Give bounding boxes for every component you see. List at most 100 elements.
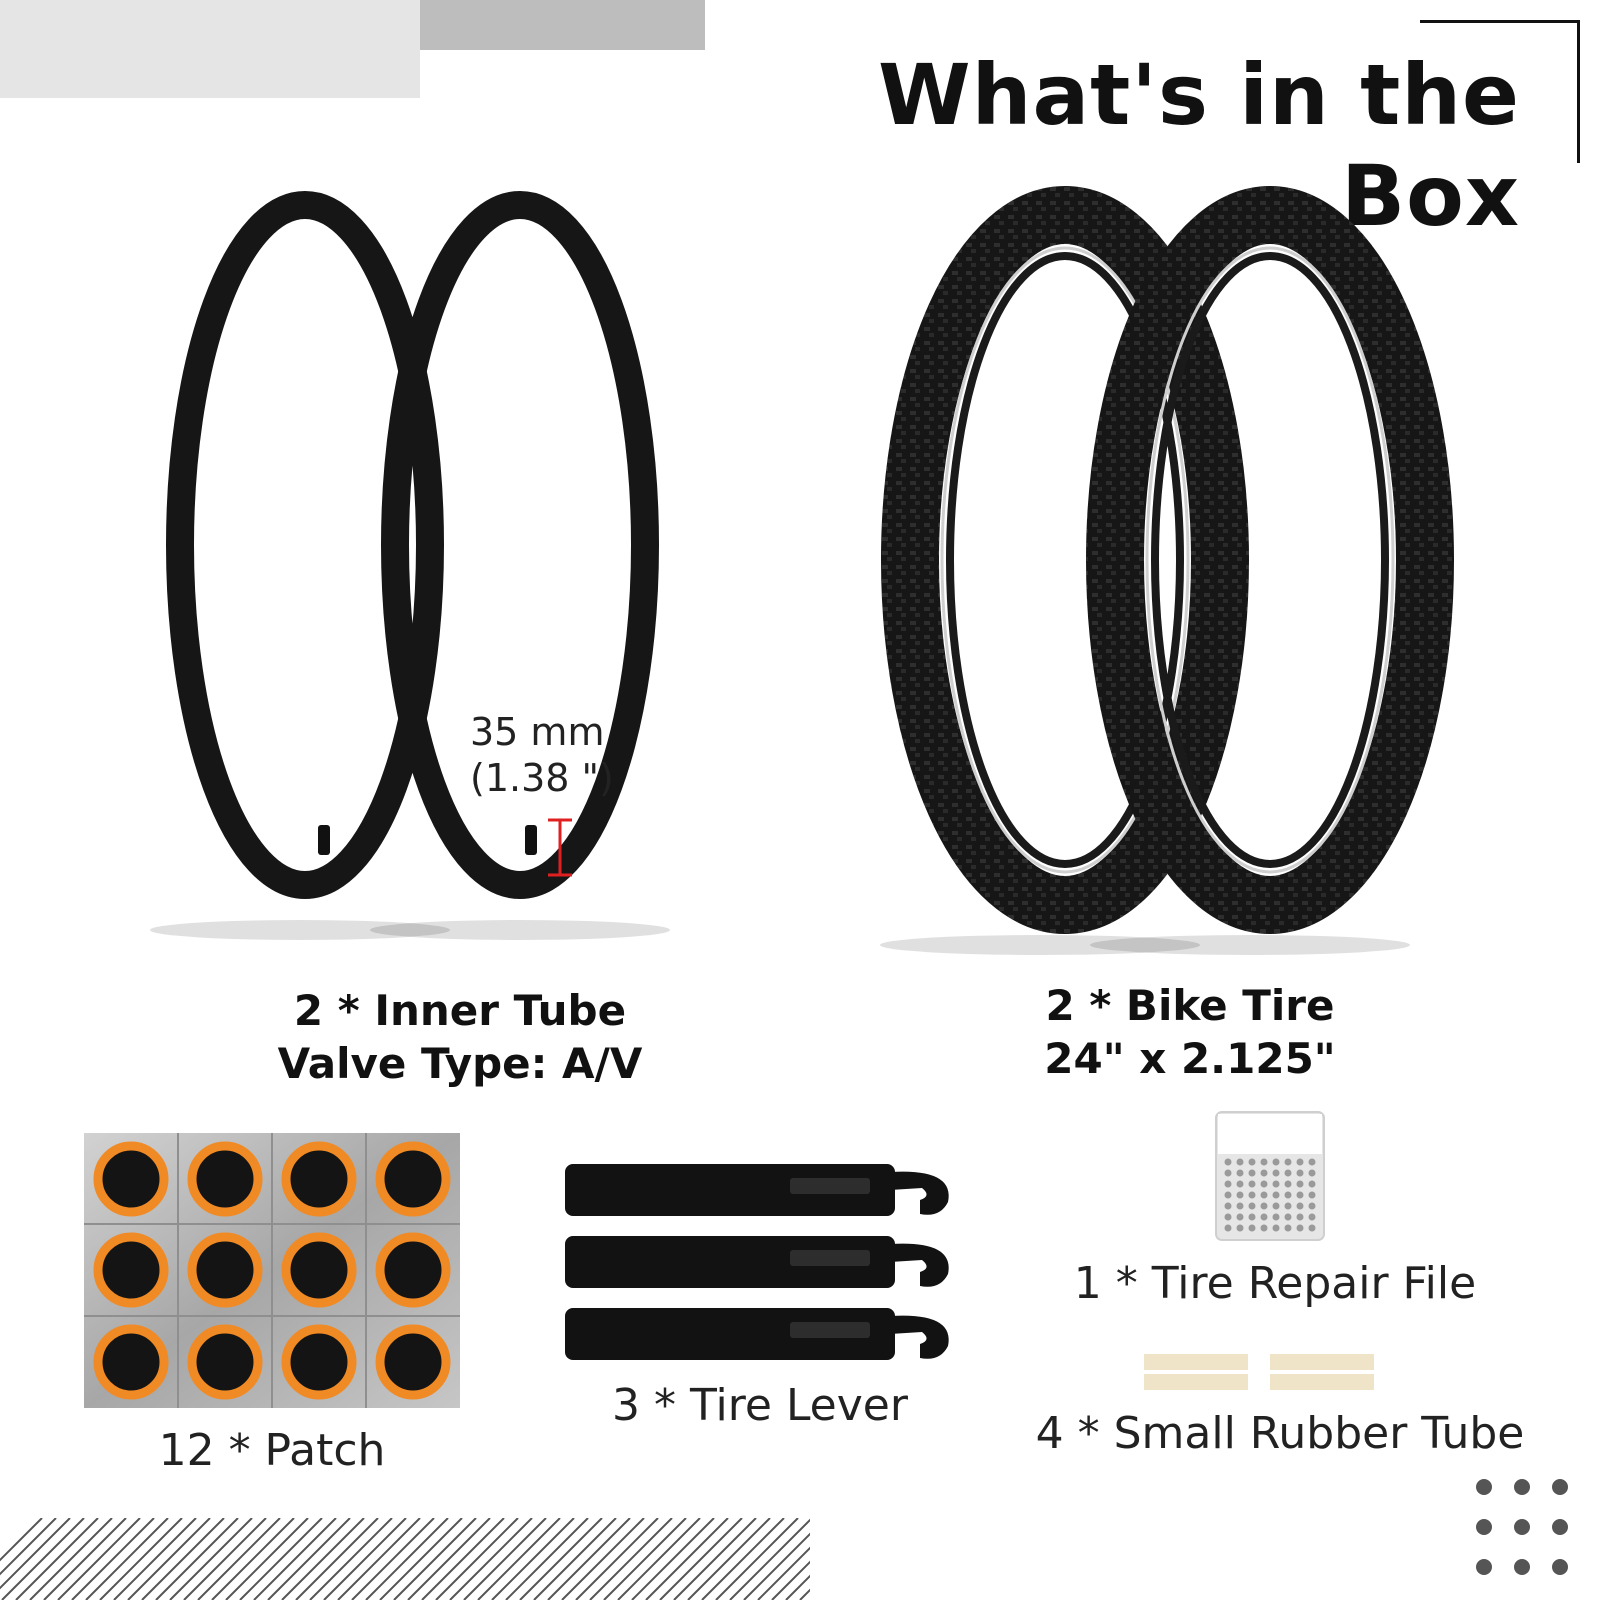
bike-tires-image bbox=[880, 186, 1454, 955]
page-title: What's in the Box bbox=[877, 46, 1520, 245]
stripe-line bbox=[309, 1518, 393, 1600]
measurement-inch: (1.38 ") bbox=[470, 755, 614, 800]
file-grit-dot bbox=[1260, 1202, 1268, 1210]
file-grit-dot bbox=[1284, 1191, 1292, 1199]
stripe-line bbox=[365, 1518, 449, 1600]
file-grit-dot bbox=[1308, 1158, 1316, 1166]
stripe-line bbox=[673, 1518, 757, 1600]
bike-tire-size: 24" x 2.125" bbox=[1044, 1033, 1336, 1083]
stripe-line bbox=[57, 1518, 141, 1600]
stripe-line bbox=[491, 1518, 575, 1600]
stripe-line bbox=[603, 1518, 687, 1600]
diagonal-stripes-decor bbox=[0, 1518, 810, 1600]
stripe-line bbox=[281, 1518, 365, 1600]
stripe-line bbox=[1, 1518, 85, 1600]
stripe-line bbox=[239, 1518, 323, 1600]
stripe-line bbox=[393, 1518, 477, 1600]
file-grit-dot bbox=[1296, 1213, 1304, 1221]
file-grit-dot bbox=[1272, 1224, 1280, 1232]
inner-tubes-image bbox=[150, 191, 670, 940]
file-grit-dot bbox=[1272, 1213, 1280, 1221]
repair-file-image bbox=[1215, 1111, 1325, 1241]
stripe-line bbox=[729, 1518, 810, 1600]
stripe-line bbox=[757, 1546, 810, 1600]
file-grit-dot bbox=[1284, 1158, 1292, 1166]
rubber-tube bbox=[1270, 1374, 1374, 1390]
bike-tire-left bbox=[881, 186, 1249, 934]
stripe-line bbox=[169, 1518, 253, 1600]
file-grit-dot bbox=[1272, 1202, 1280, 1210]
file-grit-dot bbox=[1260, 1158, 1268, 1166]
file-grit-dot bbox=[1284, 1224, 1292, 1232]
header-decor-block-small bbox=[420, 0, 705, 50]
stripe-line bbox=[197, 1518, 281, 1600]
stripe-line bbox=[99, 1518, 183, 1600]
file-grit-dot bbox=[1248, 1180, 1256, 1188]
stripe-line bbox=[253, 1518, 337, 1600]
stripe-line bbox=[295, 1518, 379, 1600]
stripe-line bbox=[225, 1518, 309, 1600]
stripe-line bbox=[15, 1518, 99, 1600]
file-grit-dot bbox=[1236, 1224, 1244, 1232]
stripe-line bbox=[519, 1518, 603, 1600]
bike-tire-quantity: 2 * Bike Tire bbox=[1045, 981, 1335, 1030]
stripe-line bbox=[687, 1518, 771, 1600]
tire-lever bbox=[565, 1164, 949, 1216]
stripe-line bbox=[645, 1518, 729, 1600]
stripe-line bbox=[0, 1518, 57, 1576]
file-grit-dot bbox=[1296, 1158, 1304, 1166]
stripe-line bbox=[631, 1518, 715, 1600]
file-grit-dot bbox=[1308, 1202, 1316, 1210]
stripe-line bbox=[337, 1518, 421, 1600]
rubber-tube bbox=[1144, 1374, 1248, 1390]
stripe-line bbox=[379, 1518, 463, 1600]
stripe-line bbox=[155, 1518, 239, 1600]
measurement-mm: 35 mm bbox=[470, 710, 605, 754]
stripe-line bbox=[743, 1532, 810, 1600]
inner-tube-valve: Valve Type: A/V bbox=[277, 1038, 643, 1088]
file-grit-dot bbox=[1236, 1191, 1244, 1199]
file-grit-dot bbox=[1236, 1202, 1244, 1210]
stripe-line bbox=[141, 1518, 225, 1600]
stripe-line bbox=[659, 1518, 743, 1600]
tire-levers-image bbox=[565, 1164, 949, 1360]
stripe-line bbox=[267, 1518, 351, 1600]
title-corner-frame bbox=[1420, 20, 1580, 163]
stripe-line bbox=[561, 1518, 645, 1600]
patch-caption: 12 * Patch bbox=[158, 1425, 386, 1476]
file-grit-dot bbox=[1236, 1213, 1244, 1221]
stripe-line bbox=[0, 1518, 43, 1562]
stripe-line bbox=[29, 1518, 113, 1600]
stripe-line bbox=[407, 1518, 491, 1600]
file-grit-dot bbox=[1284, 1180, 1292, 1188]
file-grit-dot bbox=[1272, 1158, 1280, 1166]
stripe-line bbox=[575, 1518, 659, 1600]
file-grit-dot bbox=[1308, 1213, 1316, 1221]
file-grit-dot bbox=[1308, 1180, 1316, 1188]
inner-tube-left bbox=[166, 191, 444, 899]
file-grit-dot bbox=[1248, 1202, 1256, 1210]
rubber-tube-caption: 4 * Small Rubber Tube bbox=[1035, 1408, 1525, 1459]
file-grit-dot bbox=[1236, 1158, 1244, 1166]
patches-image bbox=[84, 1133, 460, 1408]
file-grit-dot bbox=[1260, 1224, 1268, 1232]
tire-lever-caption: 3 * Tire Lever bbox=[612, 1380, 908, 1431]
file-grit-dot bbox=[1308, 1169, 1316, 1177]
rubber-tube bbox=[1144, 1354, 1248, 1370]
file-grit-dot bbox=[1296, 1191, 1304, 1199]
file-grit-dot bbox=[1272, 1169, 1280, 1177]
stripe-line bbox=[113, 1518, 197, 1600]
file-grit-dot bbox=[1308, 1191, 1316, 1199]
file-grit-dot bbox=[1284, 1202, 1292, 1210]
file-grit-dot bbox=[1248, 1224, 1256, 1232]
file-grit-dot bbox=[1224, 1158, 1232, 1166]
file-grit-dot bbox=[1236, 1169, 1244, 1177]
stripe-line bbox=[463, 1518, 547, 1600]
file-grit-dot bbox=[1272, 1180, 1280, 1188]
stripe-line bbox=[43, 1518, 127, 1600]
header-decor-block bbox=[0, 0, 420, 98]
stripe-line bbox=[323, 1518, 407, 1600]
file-grit-dot bbox=[1296, 1180, 1304, 1188]
file-grit-dot bbox=[1224, 1191, 1232, 1199]
rubber-tubes-image bbox=[1144, 1354, 1374, 1390]
